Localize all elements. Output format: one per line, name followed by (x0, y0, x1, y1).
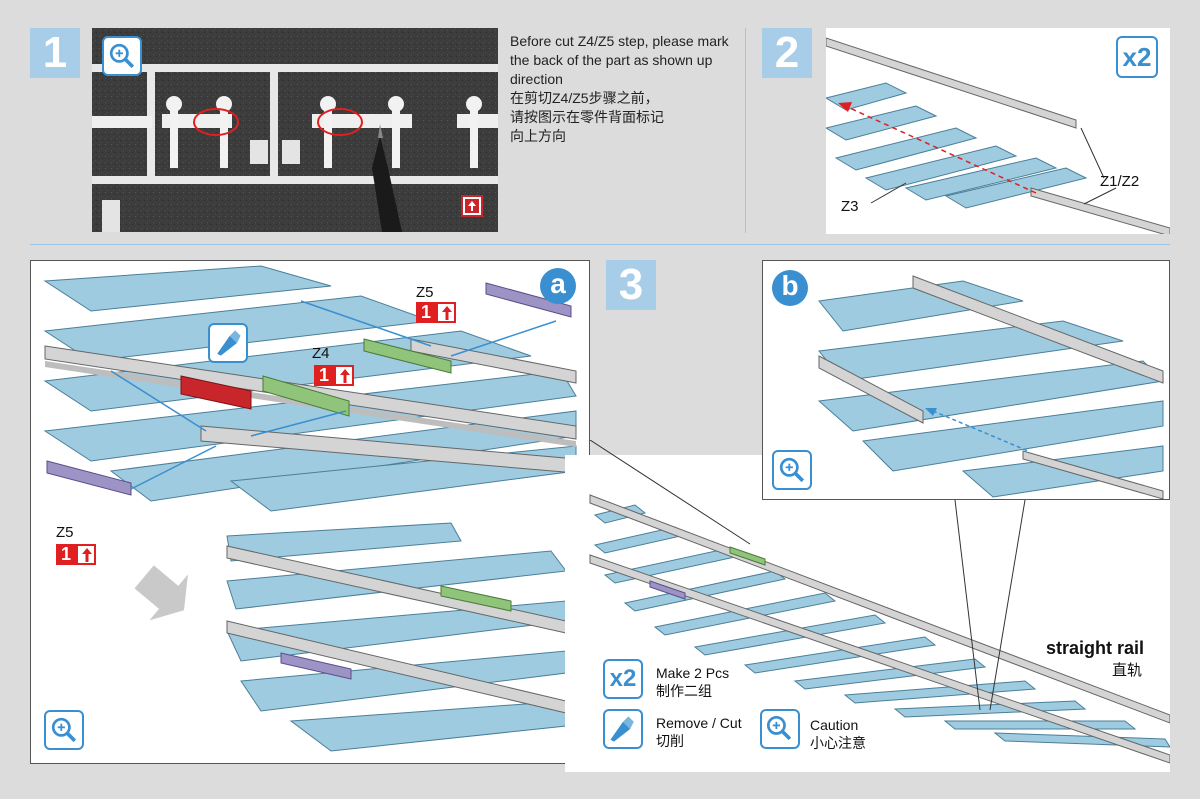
step1-note-zh-2: 请按图示在零件背面标记 (510, 109, 664, 125)
straight-rail-title: straight rail (1046, 638, 1145, 658)
legend-caution-zh: 小心注意 (810, 735, 866, 751)
legend-caution-label: Caution 小心注意 (810, 716, 866, 752)
legend-cut-zh: 切削 (656, 733, 684, 749)
tag-z5-left-number: 1 (56, 544, 76, 565)
callout-connector-lines (589, 440, 1026, 711)
step2-panel (826, 28, 1170, 234)
legend-cut-icon (603, 709, 643, 749)
up-arrow-mark-icon (461, 195, 483, 217)
legend-make-two-icon: x2 (603, 659, 643, 699)
sprue-photo-drawing (92, 28, 498, 232)
magnify-icon-panel-a (44, 710, 84, 750)
panel-b-drawing (817, 275, 1165, 500)
straight-rail-drawing (589, 494, 1170, 764)
tag-z4-arrow-icon (334, 365, 354, 386)
make-two-badge: x2 (1116, 36, 1158, 78)
tag-z5-top-arrow-icon (436, 302, 456, 323)
legend-cut-label: Remove / Cut 切削 (656, 714, 742, 750)
sprue-photo (92, 28, 498, 232)
step3-panel-a (30, 260, 590, 764)
step-1-number: 1 (30, 28, 80, 78)
label-z4: Z4 (312, 345, 330, 362)
step3-panel-b (762, 260, 1170, 500)
straight-rail-title-zh: 直轨 (1112, 662, 1143, 679)
label-z1-z2: Z1/Z2 (1100, 173, 1140, 190)
legend-make-label: Make 2 Pcs 制作二组 (656, 664, 729, 700)
tag-z4: 1 (314, 365, 354, 386)
label-z5-left: Z5 (56, 524, 74, 541)
magnify-icon-panel-b (772, 450, 812, 490)
tag-z5-top: 1 (416, 302, 456, 323)
step-2-number: 2 (762, 28, 812, 78)
label-z3: Z3 (841, 198, 859, 215)
tag-z5-left: 1 (56, 544, 96, 565)
legend-make-zh: 制作二组 (656, 683, 712, 699)
legend-caution-en: Caution (810, 717, 859, 733)
step2-rail-drawing (826, 37, 1170, 234)
divider-vertical (745, 28, 746, 233)
magnify-icon (102, 36, 142, 76)
straight-rail-area (565, 455, 1170, 772)
step1-note-en: Before cut Z4/Z5 step, please mark the b… (510, 33, 729, 87)
panel-b-label: b (772, 270, 808, 306)
tag-z5-top-number: 1 (416, 302, 436, 323)
label-z5-top: Z5 (416, 284, 434, 301)
tag-z4-number: 1 (314, 365, 334, 386)
divider-horizontal (30, 244, 1170, 245)
make-two-text: x2 (1122, 42, 1152, 72)
legend-caution-magnify-icon (760, 709, 800, 749)
legend-make-two-text: x2 (609, 665, 637, 692)
legend-cut-en: Remove / Cut (656, 715, 742, 731)
panel-a-label: a (540, 268, 576, 304)
tag-z5-left-arrow-icon (76, 544, 96, 565)
step1-note-zh-3: 向上方向 (510, 128, 566, 144)
panel-a-drawing (43, 265, 577, 752)
step-3-number: 3 (606, 260, 656, 310)
cut-tool-icon (208, 323, 248, 363)
legend-make-en: Make 2 Pcs (656, 665, 730, 681)
step1-note: Before cut Z4/Z5 step, please mark the b… (510, 32, 730, 146)
step1-note-zh-1: 在剪切Z4/Z5步骤之前， (510, 90, 659, 106)
